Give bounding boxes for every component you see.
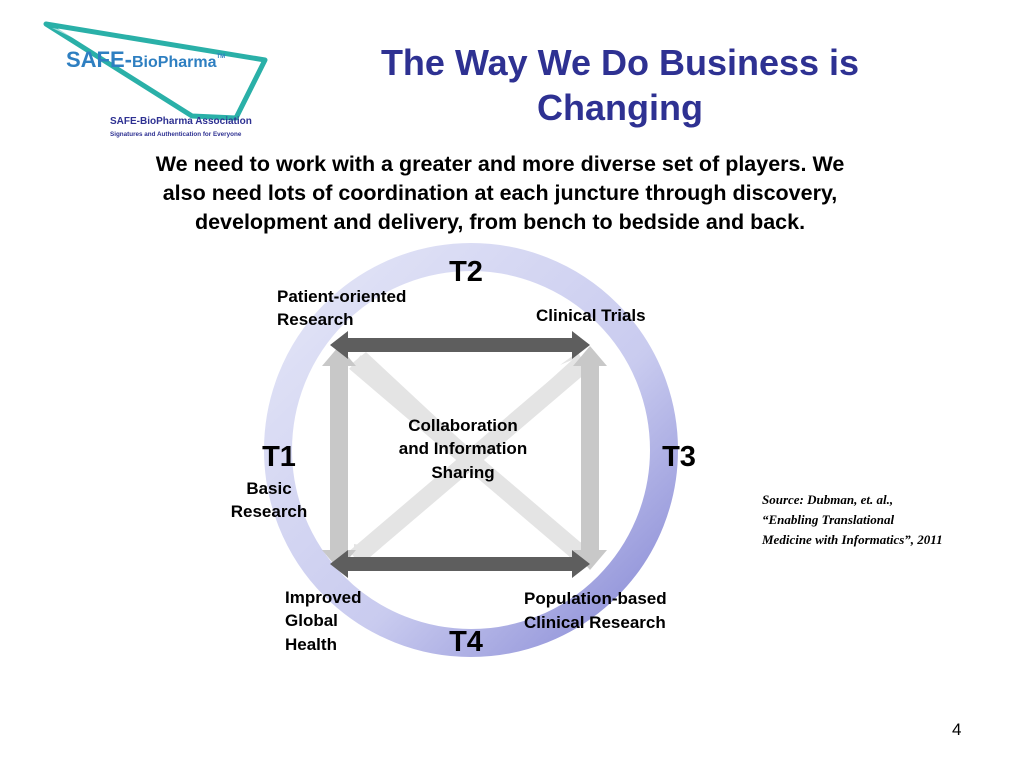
- intro-paragraph: We need to work with a greater and more …: [60, 150, 940, 237]
- page-title-line-1: The Way We Do Business is: [380, 42, 860, 83]
- source-line-3: Medicine with Informatics”, 2011: [762, 532, 943, 547]
- stage-t4: T4: [449, 626, 483, 658]
- safe-biopharma-logo: SAFE-BioPharmaTM SAFE-BioPharma Associat…: [43, 21, 268, 138]
- stage-t3: T3: [662, 441, 696, 473]
- source-citation: Source: Dubman, et. al., “Enabling Trans…: [762, 490, 1002, 550]
- page-title: The Way We Do Business is Changing: [330, 40, 910, 130]
- logo-trademark: TM: [216, 54, 225, 60]
- label-population-based-line-1: Population-based: [524, 589, 667, 608]
- center-label-line-1: Collaboration: [408, 416, 518, 435]
- page-title-line-2: Changing: [537, 87, 703, 128]
- top-horizontal-arrow: [330, 331, 590, 359]
- center-label-line-3: Sharing: [431, 463, 494, 482]
- logo-tagline: Signatures and Authentication for Everyo…: [110, 131, 242, 138]
- intro-line-1: We need to work with a greater and more …: [155, 152, 845, 176]
- label-patient-oriented-line-2: Research: [277, 310, 354, 329]
- label-patient-oriented-line-1: Patient-oriented: [277, 287, 406, 306]
- bottom-horizontal-arrow: [330, 550, 590, 578]
- label-clinical-trials: Clinical Trials: [536, 306, 646, 325]
- page-number: 4: [952, 720, 962, 739]
- label-basic-research-line-2: Research: [231, 502, 308, 521]
- label-basic-research-line-1: Basic: [246, 479, 291, 498]
- logo-frame-fill: [52, 28, 258, 112]
- intro-line-2: also need lots of coordination at each j…: [162, 181, 838, 205]
- label-improved-health-line-1: Improved: [285, 588, 362, 607]
- left-vertical-arrow: [322, 346, 356, 570]
- label-improved-health-line-3: Health: [285, 635, 337, 654]
- source-line-2: “Enabling Translational: [762, 512, 895, 527]
- logo-brand-suffix: BioPharma: [132, 54, 217, 71]
- stage-t1: T1: [262, 441, 296, 473]
- svg-text:SAFE-BioPharmaTM: SAFE-BioPharmaTM: [66, 47, 225, 72]
- logo-brand-prefix: SAFE-: [66, 47, 132, 72]
- intro-line-3: development and delivery, from bench to …: [194, 210, 806, 234]
- source-line-1: Source: Dubman, et. al.,: [762, 492, 894, 507]
- stage-t2: T2: [449, 256, 483, 288]
- center-label-line-2: and Information: [399, 439, 527, 458]
- cycle-ring: [264, 243, 678, 657]
- right-vertical-arrow: [573, 346, 607, 570]
- label-population-based-line-2: Clinical Research: [524, 613, 666, 632]
- label-improved-health-line-2: Global: [285, 611, 338, 630]
- diagonal-band-2: [349, 355, 591, 565]
- logo-association: SAFE-BioPharma Association: [110, 116, 252, 127]
- logo-frame-shape: [43, 21, 268, 121]
